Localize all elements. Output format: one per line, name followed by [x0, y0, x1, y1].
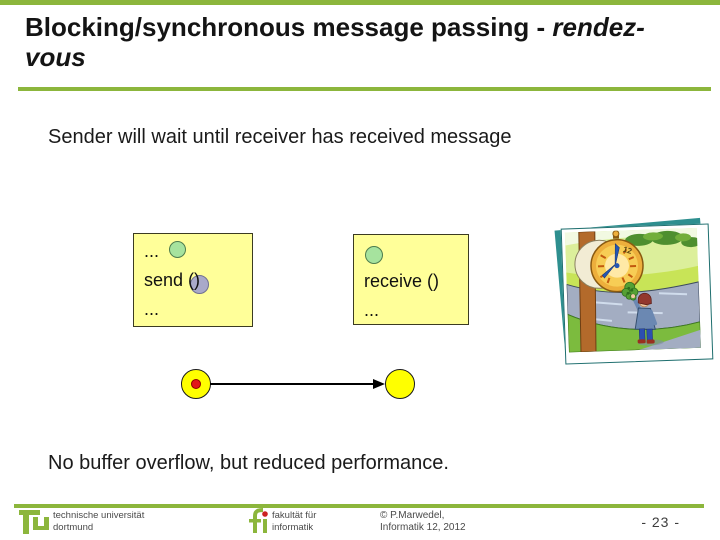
green-token-circle: [169, 241, 186, 258]
faculty-name-line1: fakultät für: [272, 510, 317, 521]
page-number: - 23 -: [641, 514, 680, 530]
receiver-node: [385, 369, 415, 399]
person-illustration: [621, 281, 664, 346]
footer-divider: [14, 504, 704, 508]
red-token-dot: [191, 379, 201, 389]
title-italic-part1: rendez-: [552, 12, 645, 42]
clipart-scene: 12: [564, 227, 702, 353]
clock-numeral: 12: [622, 245, 634, 256]
sender-box-line-1: ...: [144, 241, 160, 261]
receiver-box-line-3: ...: [364, 300, 380, 320]
title-italic-part2: vous: [25, 42, 86, 72]
faculty-name-line2: informatik: [272, 522, 314, 533]
receiver-box-line-2: receive (): [364, 271, 440, 291]
university-name: technische universität dortmund: [53, 510, 144, 534]
rendezvous-clipart: 12: [560, 223, 714, 365]
faculty-name: fakultät für informatik: [272, 510, 316, 534]
credit-text: © P.Marwedel, Informatik 12, 2012: [380, 510, 466, 534]
fi-logo-red-dot: [262, 511, 268, 517]
bushes-illustration: [625, 230, 702, 248]
message-arrow: [210, 379, 385, 389]
clock-illustration: 12: [574, 230, 644, 293]
page-title: Blocking/synchronous message passing - r…: [25, 12, 707, 72]
fakultaet-informatik-logo: [249, 508, 268, 533]
credit-line1: © P.Marwedel,: [380, 510, 445, 521]
title-underline: [18, 87, 711, 91]
bouquet-illustration: [621, 281, 639, 301]
title-regular-text: Blocking/synchronous message passing -: [25, 12, 553, 42]
tu-dortmund-logo: [19, 510, 49, 534]
university-name-line1: technische universität: [53, 510, 145, 521]
top-accent-bar: [0, 0, 720, 5]
sender-box-line-2: send (): [144, 270, 201, 290]
road-illustration: [566, 281, 701, 330]
sender-box-line-3: ...: [144, 299, 160, 319]
university-name-line2: dortmund: [53, 522, 94, 533]
body-text: Sender will wait until receiver has rece…: [48, 126, 512, 148]
credit-line2: Informatik 12, 2012: [380, 522, 466, 533]
conclusion-text: No buffer overflow, but reduced performa…: [48, 452, 449, 474]
receiver-code-box: ... receive () ...: [353, 234, 469, 325]
gray-token-circle: [190, 275, 209, 294]
sender-code-box: ... send () ...: [133, 233, 253, 327]
green-token-circle: [365, 246, 383, 264]
